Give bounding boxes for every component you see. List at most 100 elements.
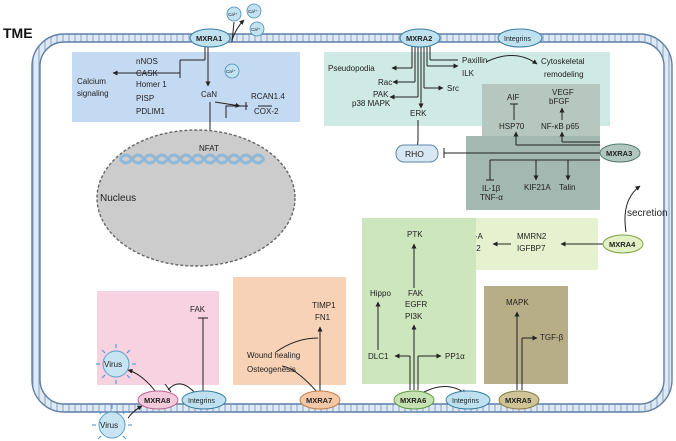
mxra3-arrows	[443, 103, 600, 181]
receptor-mxra5: MXRA5	[498, 390, 540, 410]
mxra1-labels: nNOS CASK Homer 1 PISP PDLIM1 Calcium si…	[77, 57, 285, 116]
osteo-label: Osteogenesis	[247, 365, 296, 374]
pi3k-label: PI3K	[405, 312, 423, 321]
mxra3-box-top	[482, 84, 600, 138]
egfr-label: EGFR	[405, 300, 427, 309]
pseudopodia-label: Pseudopodia	[328, 64, 375, 73]
receptor-mxra2: MXRA2	[399, 28, 441, 48]
rcan-label: RCAN1.4	[251, 92, 285, 101]
dlc1-label: DLC1	[368, 352, 389, 361]
virus-icon: Virus	[96, 344, 136, 384]
calcium-ion-3: Ca²⁺	[251, 27, 261, 32]
mxra7-box	[233, 277, 346, 385]
kif21a-label: KIF21A	[524, 183, 551, 192]
svg-text:MXRA4: MXRA4	[609, 240, 636, 249]
fak6-label: FAK	[408, 289, 424, 298]
integrins-top: Integrins	[497, 28, 543, 48]
paxillin-label: Paxillin	[462, 56, 487, 65]
pisp-label: PISP	[136, 94, 154, 103]
tgfb-label: TGF-β	[540, 333, 564, 342]
pdlim1-label: PDLIM1	[136, 107, 165, 116]
calcium-signaling-label-1: Calcium	[77, 77, 106, 86]
mxra1-box	[72, 52, 300, 122]
mxra8-arrows	[127, 317, 208, 395]
nnos-label: nNOS	[136, 57, 158, 66]
erk-label: ERK	[410, 109, 427, 118]
aif-label: AIF	[507, 93, 520, 102]
rho-node: RHO	[395, 144, 439, 163]
nfkb-label: NF-κB p65	[541, 122, 580, 131]
calcium-ion-4: Ca²⁺	[226, 69, 236, 74]
p38-label: p38 MAPK	[352, 99, 391, 108]
tnfa-label: TNF-α	[480, 193, 503, 202]
svg-text:MXRA5: MXRA5	[505, 396, 531, 405]
integrins-bottom-right: Integrins	[445, 390, 491, 410]
mxra3-box	[466, 136, 600, 210]
svg-text:MXRA8: MXRA8	[144, 396, 170, 405]
receptor-mxra7: MXRA7	[299, 390, 341, 410]
svg-text:MXRA6: MXRA6	[400, 396, 426, 405]
svg-text:MXRA1: MXRA1	[196, 34, 222, 43]
talin-label: Talin	[559, 183, 575, 192]
svg-text:MXRA2: MXRA2	[406, 34, 432, 43]
mxra8-labels: FAK	[190, 305, 206, 314]
svg-text:MXRA3: MXRA3	[606, 149, 632, 158]
svg-text:Integrins: Integrins	[188, 398, 215, 405]
cytoskeletal-label-1: Cytoskeletal	[541, 57, 585, 66]
integrins-bottom-left: Integrins	[181, 390, 227, 410]
timp1-label: TIMP1	[312, 301, 336, 310]
receptor-mxra1: MXRA1	[189, 28, 231, 48]
secretion-label: secretion	[627, 208, 668, 219]
mxra2-labels: Pseudopodia Rac PAK p38 MAPK Src Paxilli…	[328, 56, 585, 118]
tme-label: TME	[3, 25, 33, 41]
cell-membrane	[31, 33, 673, 413]
fn1-label: FN1	[315, 313, 331, 322]
pak-label: PAK	[373, 90, 389, 99]
ilk-label: ILK	[462, 69, 475, 78]
mxra1-arrows	[112, 19, 272, 144]
rac-label: Rac	[378, 78, 392, 87]
svg-text:MXRA7: MXRA7	[306, 396, 332, 405]
igfbp7-label: IGFBP7	[517, 244, 546, 253]
can-label: CaN	[201, 90, 217, 99]
vegf-label: VEGF	[552, 88, 574, 97]
bfgf-label: bFGF	[549, 97, 570, 106]
mxra5-labels: MAPK TGF-β	[506, 298, 564, 342]
calcium-ion-1: Ca²⁺	[228, 12, 238, 17]
homer1-label: Homer 1	[136, 80, 167, 89]
virus-arrow	[127, 405, 143, 419]
hippo-label: Hippo	[370, 289, 391, 298]
virus-icon: Virus	[92, 405, 132, 440]
virus-label-2: Virus	[100, 421, 118, 430]
mxra5-box	[484, 286, 568, 384]
receptor-mxra8: MXRA8	[137, 390, 179, 410]
virus-label-1: Virus	[104, 360, 122, 369]
mxra7-arrows	[275, 326, 323, 394]
nucleus-label: Nucleus	[100, 193, 136, 204]
svg-text:Integrins: Integrins	[504, 36, 531, 43]
nucleus: NFAT Nucleus	[96, 129, 296, 267]
fak8-label: FAK	[190, 305, 206, 314]
src-label: Src	[447, 84, 459, 93]
ptk-label: PTK	[407, 230, 423, 239]
calcium-signaling-label-2: signaling	[77, 89, 109, 98]
calcium-ions: Ca²⁺ Ca²⁺ Ca²⁺ Ca²⁺	[224, 3, 265, 79]
receptor-mxra3: MXRA3	[599, 143, 641, 163]
il1b-label: IL-1β	[482, 184, 501, 193]
receptor-mxra6: MXRA6	[393, 390, 435, 410]
hsp70-label: HSP70	[499, 122, 525, 131]
mxra3-labels: AIF HSP70 VEGF bFGF NF-κB p65 IL-1β TNF-…	[480, 88, 580, 202]
pp1a-label: PP1α	[445, 352, 465, 361]
mxra7-labels: TIMP1 FN1 Wound healing Osteogenesis	[247, 301, 336, 374]
mapk-label: MAPK	[506, 298, 529, 307]
nfat-label: NFAT	[199, 144, 219, 153]
mmrn2-label: MMRN2	[517, 232, 547, 241]
mxra5-arrows	[514, 311, 538, 390]
cytoskeletal-label-2: remodeling	[544, 70, 584, 79]
receptor-mxra4: MXRA4	[602, 234, 644, 254]
cox2-label: COX-2	[254, 107, 279, 116]
rho-label: RHO	[405, 149, 424, 159]
calcium-ion-2: Ca²⁺	[248, 9, 258, 14]
svg-text:Integrins: Integrins	[452, 398, 479, 405]
